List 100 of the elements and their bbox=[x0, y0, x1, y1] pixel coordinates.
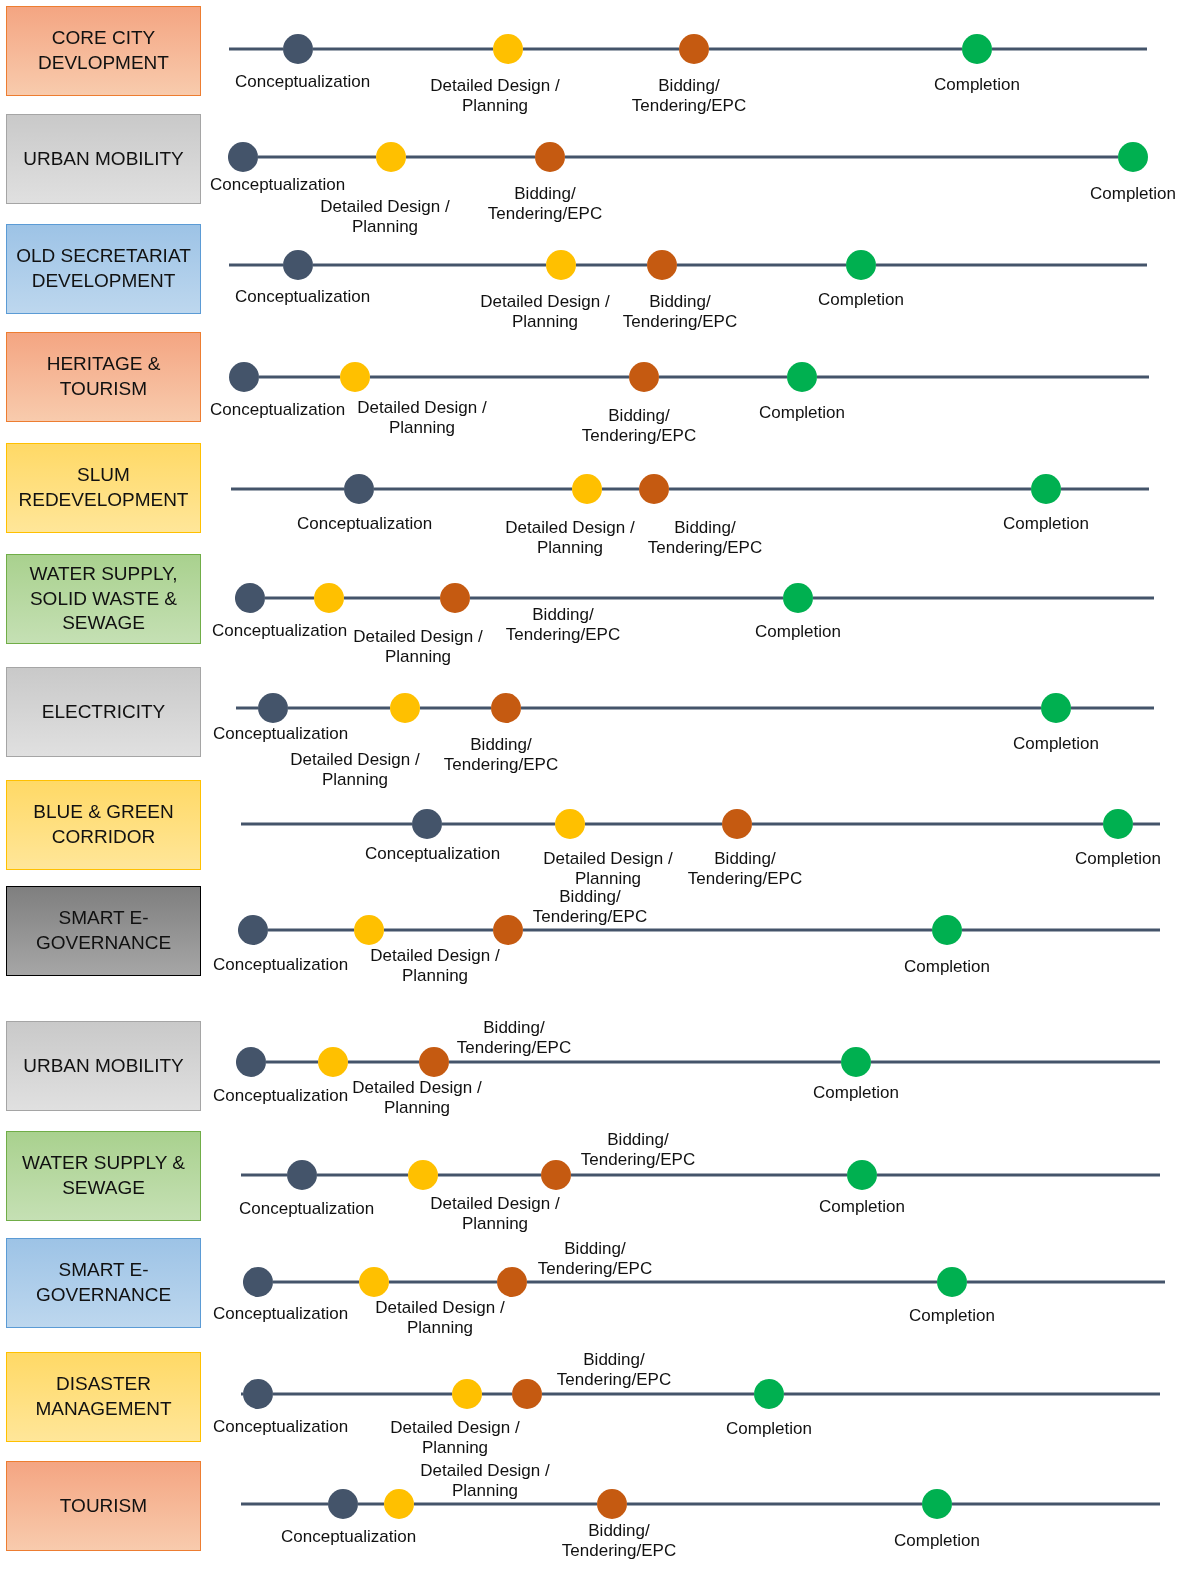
category-box: TOURISM bbox=[6, 1461, 201, 1551]
milestone-label: Bidding/ Tendering/EPC bbox=[560, 1521, 678, 1561]
milestone-dot bbox=[1118, 142, 1148, 172]
timeline-segment bbox=[438, 1173, 541, 1177]
milestone-label: Completion bbox=[1003, 514, 1089, 534]
milestone-label: Detailed Design / Planning bbox=[430, 1194, 560, 1234]
milestone-dot bbox=[922, 1489, 952, 1519]
milestone-dot bbox=[408, 1160, 438, 1190]
timeline-segment bbox=[389, 1280, 497, 1284]
milestone-label: Detailed Design / Planning bbox=[352, 1078, 482, 1118]
milestone-dot bbox=[287, 1160, 317, 1190]
timeline-segment bbox=[288, 706, 390, 710]
milestone-label: Bidding/ Tendering/EPC bbox=[555, 1350, 673, 1390]
milestone-label: Detailed Design / Planning bbox=[430, 76, 560, 116]
category-box: WATER SUPPLY, SOLID WASTE & SEWAGE bbox=[6, 554, 201, 644]
milestone-dot bbox=[754, 1379, 784, 1409]
milestone-label: Bidding/ Tendering/EPC bbox=[580, 406, 698, 446]
milestone-label: Bidding/ Tendering/EPC bbox=[686, 849, 804, 889]
timeline-segment bbox=[374, 487, 572, 491]
category-box: DISASTER MANAGEMENT bbox=[6, 1352, 201, 1442]
timeline-segment bbox=[414, 1502, 597, 1506]
milestone-label: Bidding/ Tendering/EPC bbox=[536, 1239, 654, 1279]
milestone-label: Detailed Design / Planning bbox=[353, 627, 483, 667]
milestone-label: Completion bbox=[755, 622, 841, 642]
milestone-dot bbox=[846, 250, 876, 280]
timeline-segment bbox=[571, 1173, 847, 1177]
timeline-segment bbox=[752, 822, 1103, 826]
milestone-dot bbox=[962, 34, 992, 64]
timeline-segment bbox=[565, 155, 1118, 159]
milestone-label: Completion bbox=[1013, 734, 1099, 754]
timeline-segment bbox=[273, 1280, 359, 1284]
timeline-segment bbox=[659, 375, 787, 379]
timeline-segment bbox=[449, 1060, 841, 1064]
milestone-label: Detailed Design / Planning bbox=[290, 750, 420, 790]
milestone-dot bbox=[314, 583, 344, 613]
timeline-segment bbox=[344, 596, 440, 600]
category-box: CORE CITY DEVLOPMENT bbox=[6, 6, 201, 96]
milestone-label: Completion bbox=[909, 1306, 995, 1326]
timeline-segment bbox=[406, 155, 535, 159]
timeline-segment bbox=[420, 706, 491, 710]
timeline-segment bbox=[482, 1392, 512, 1396]
milestone-dot bbox=[512, 1379, 542, 1409]
milestone-label: Completion bbox=[904, 957, 990, 977]
milestone-dot bbox=[328, 1489, 358, 1519]
milestone-dot bbox=[841, 1047, 871, 1077]
milestone-label: Completion bbox=[819, 1197, 905, 1217]
timeline-segment bbox=[627, 1502, 922, 1506]
timeline-segment bbox=[268, 928, 354, 932]
timeline-segment bbox=[317, 1173, 408, 1177]
milestone-dot bbox=[493, 34, 523, 64]
milestone-dot bbox=[541, 1160, 571, 1190]
milestone-label: Bidding/ Tendering/EPC bbox=[621, 292, 739, 332]
milestone-dot bbox=[384, 1489, 414, 1519]
milestone-dot bbox=[238, 915, 268, 945]
timeline-segment bbox=[523, 47, 679, 51]
timeline-segment bbox=[542, 1392, 754, 1396]
milestone-dot bbox=[236, 1047, 266, 1077]
timeline-segment bbox=[313, 47, 493, 51]
milestone-dot bbox=[629, 362, 659, 392]
milestone-dot bbox=[359, 1267, 389, 1297]
milestone-label: Detailed Design / Planning bbox=[390, 1418, 520, 1458]
milestone-dot bbox=[283, 250, 313, 280]
timeline-segment bbox=[370, 375, 629, 379]
timeline-segment bbox=[521, 706, 1041, 710]
milestone-dot bbox=[318, 1047, 348, 1077]
milestone-dot bbox=[572, 474, 602, 504]
category-box: HERITAGE & TOURISM bbox=[6, 332, 201, 422]
milestone-dot bbox=[555, 809, 585, 839]
milestone-label: Completion bbox=[813, 1083, 899, 1103]
milestone-label: Bidding/ Tendering/EPC bbox=[646, 518, 764, 558]
milestone-label: Bidding/ Tendering/EPC bbox=[531, 887, 649, 927]
milestone-label: Detailed Design / Planning bbox=[320, 197, 450, 237]
timeline-segment bbox=[602, 487, 639, 491]
milestone-dot bbox=[679, 34, 709, 64]
milestone-label: Completion bbox=[818, 290, 904, 310]
category-box: BLUE & GREEN CORRIDOR bbox=[6, 780, 201, 870]
timeline-segment bbox=[348, 1060, 419, 1064]
timeline-segment bbox=[265, 596, 314, 600]
milestone-dot bbox=[228, 142, 258, 172]
timeline-segment bbox=[259, 375, 340, 379]
milestone-dot bbox=[639, 474, 669, 504]
category-box: URBAN MOBILITY bbox=[6, 1021, 201, 1111]
milestone-dot bbox=[440, 583, 470, 613]
milestone-label: Detailed Design / Planning bbox=[505, 518, 635, 558]
category-box: WATER SUPPLY & SEWAGE bbox=[6, 1131, 201, 1221]
milestone-label: Detailed Design / Planning bbox=[357, 398, 487, 438]
milestone-dot bbox=[546, 250, 576, 280]
timeline-segment bbox=[527, 1280, 937, 1284]
milestone-dot bbox=[937, 1267, 967, 1297]
timeline-segment bbox=[669, 487, 1031, 491]
milestone-dot bbox=[535, 142, 565, 172]
milestone-dot bbox=[412, 809, 442, 839]
milestone-dot bbox=[722, 809, 752, 839]
timeline-segment bbox=[442, 822, 555, 826]
milestone-label: Completion bbox=[1075, 849, 1161, 869]
milestone-dot bbox=[452, 1379, 482, 1409]
milestone-dot bbox=[283, 34, 313, 64]
timeline-segment bbox=[258, 155, 376, 159]
milestone-label: Completion bbox=[1090, 184, 1176, 204]
milestone-label: Completion bbox=[759, 403, 845, 423]
